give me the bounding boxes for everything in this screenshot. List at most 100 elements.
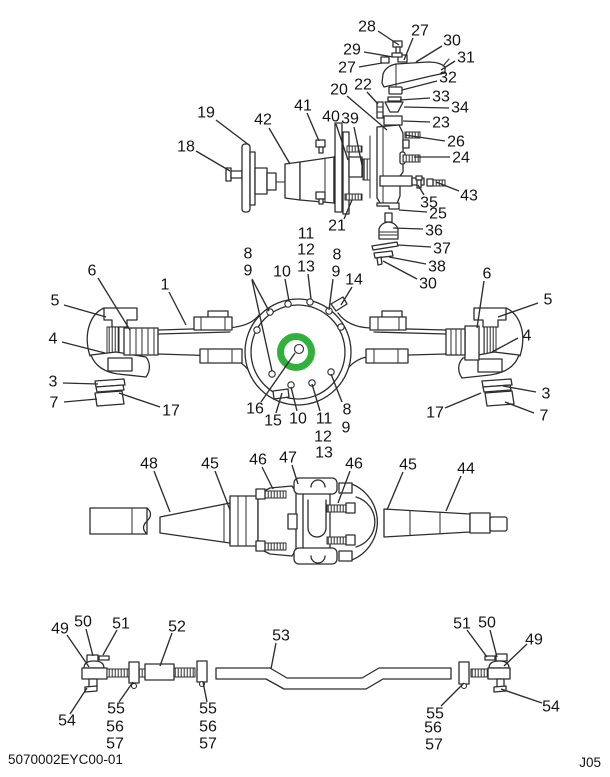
callout-46[interactable]: 46	[345, 456, 363, 473]
callout-13[interactable]: 13	[315, 445, 333, 462]
callout-8[interactable]: 8	[343, 402, 352, 419]
callout-41[interactable]: 41	[294, 98, 312, 115]
callout-57[interactable]: 57	[425, 737, 443, 754]
callout-43[interactable]: 43	[460, 188, 478, 205]
callout-57[interactable]: 57	[106, 736, 124, 753]
callout-24[interactable]: 24	[452, 150, 470, 167]
callout-48[interactable]: 48	[140, 456, 158, 473]
callout-56[interactable]: 56	[106, 719, 124, 736]
callout-50[interactable]: 50	[478, 615, 496, 632]
callout-23[interactable]: 23	[432, 115, 450, 132]
callout-4[interactable]: 4	[49, 331, 58, 348]
callout-16[interactable]: 16	[246, 401, 264, 418]
leader-line-7	[63, 398, 98, 403]
callout-57[interactable]: 57	[199, 736, 217, 753]
callout-45[interactable]: 45	[201, 456, 219, 473]
callout-44[interactable]: 44	[457, 461, 475, 478]
callout-21[interactable]: 21	[328, 218, 346, 235]
callout-36[interactable]: 36	[425, 223, 443, 240]
lower-kingpin-parts-drawing	[371, 202, 400, 266]
callout-39[interactable]: 39	[341, 111, 359, 128]
callout-29[interactable]: 29	[343, 42, 361, 59]
callout-22[interactable]: 22	[354, 77, 372, 94]
callout-47[interactable]: 47	[279, 450, 297, 467]
callout-52[interactable]: 52	[168, 619, 186, 636]
callout-38[interactable]: 38	[428, 259, 446, 276]
axle-shaft-assembly	[89, 477, 508, 565]
callout-7[interactable]: 7	[540, 408, 549, 425]
callout-55[interactable]: 55	[107, 701, 125, 718]
callout-32[interactable]: 32	[439, 70, 457, 87]
callout-3[interactable]: 3	[49, 374, 58, 391]
callout-18[interactable]: 18	[177, 139, 195, 156]
leader-line-55	[118, 681, 134, 703]
callout-27[interactable]: 27	[338, 60, 356, 77]
leader-line-47	[291, 464, 299, 485]
callout-37[interactable]: 37	[433, 241, 451, 258]
callout-11[interactable]: 11	[298, 226, 315, 243]
callout-9[interactable]: 9	[332, 264, 341, 281]
callout-13[interactable]: 13	[297, 259, 315, 276]
callout-35[interactable]: 35	[420, 195, 438, 212]
adjuster-tube-52-drawing	[144, 663, 196, 681]
callout-49[interactable]: 49	[51, 621, 69, 638]
callout-55[interactable]: 55	[426, 706, 444, 723]
callout-1[interactable]: 1	[161, 277, 170, 294]
kingpin-parts-drawing	[376, 63, 404, 126]
callout-3[interactable]: 3	[542, 386, 551, 403]
callout-9[interactable]: 9	[244, 263, 253, 280]
callout-8[interactable]: 8	[333, 247, 342, 264]
callout-54[interactable]: 54	[58, 713, 76, 730]
callout-42[interactable]: 42	[254, 112, 272, 129]
leader-line-49	[66, 634, 90, 668]
callout-34[interactable]: 34	[451, 100, 469, 117]
callout-51[interactable]: 51	[453, 616, 471, 633]
callout-10[interactable]: 10	[289, 411, 307, 428]
callout-17[interactable]: 17	[426, 405, 444, 422]
callout-55[interactable]: 55	[199, 701, 217, 718]
callout-49[interactable]: 49	[525, 632, 543, 649]
callout-30[interactable]: 30	[419, 276, 437, 293]
leader-line-53	[270, 642, 277, 670]
callout-33[interactable]: 33	[432, 89, 450, 106]
callout-15[interactable]: 15	[264, 413, 282, 430]
front-axle-housing	[86, 296, 524, 407]
callout-27[interactable]: 27	[411, 23, 429, 40]
callout-40[interactable]: 40	[322, 109, 340, 126]
callout-11[interactable]: 11	[316, 411, 333, 428]
callout-7[interactable]: 7	[50, 395, 59, 412]
leader-line-9	[328, 278, 334, 311]
callout-50[interactable]: 50	[74, 614, 92, 631]
callout-56[interactable]: 56	[424, 720, 442, 737]
callout-5[interactable]: 5	[544, 292, 553, 309]
callout-56[interactable]: 56	[199, 719, 217, 736]
callout-4[interactable]: 4	[523, 328, 532, 345]
callout-12[interactable]: 12	[314, 429, 332, 446]
callout-19[interactable]: 19	[197, 105, 215, 122]
callout-26[interactable]: 26	[447, 134, 465, 151]
leader-line-28	[377, 30, 400, 46]
leader-line-32	[401, 80, 438, 91]
callout-8[interactable]: 8	[244, 246, 253, 263]
callout-46[interactable]: 46	[249, 452, 267, 469]
callout-14[interactable]: 14	[345, 272, 363, 289]
callout-20[interactable]: 20	[330, 82, 348, 99]
callout-54[interactable]: 54	[542, 699, 560, 716]
callout-28[interactable]: 28	[358, 19, 376, 36]
leader-line-5	[63, 304, 107, 318]
callout-6[interactable]: 6	[88, 263, 97, 280]
callout-31[interactable]: 31	[457, 50, 475, 67]
callout-6[interactable]: 6	[483, 266, 492, 283]
callout-45[interactable]: 45	[399, 457, 417, 474]
callout-9[interactable]: 9	[342, 420, 351, 437]
callout-30[interactable]: 30	[443, 33, 461, 50]
callout-12[interactable]: 12	[297, 242, 315, 259]
callout-10[interactable]: 10	[273, 264, 291, 281]
callout-25[interactable]: 25	[429, 206, 447, 223]
callout-51[interactable]: 51	[112, 616, 130, 633]
tie-rod-assembly	[81, 653, 511, 693]
callout-5[interactable]: 5	[51, 293, 60, 310]
callout-17[interactable]: 17	[162, 403, 180, 420]
callout-53[interactable]: 53	[272, 628, 290, 645]
